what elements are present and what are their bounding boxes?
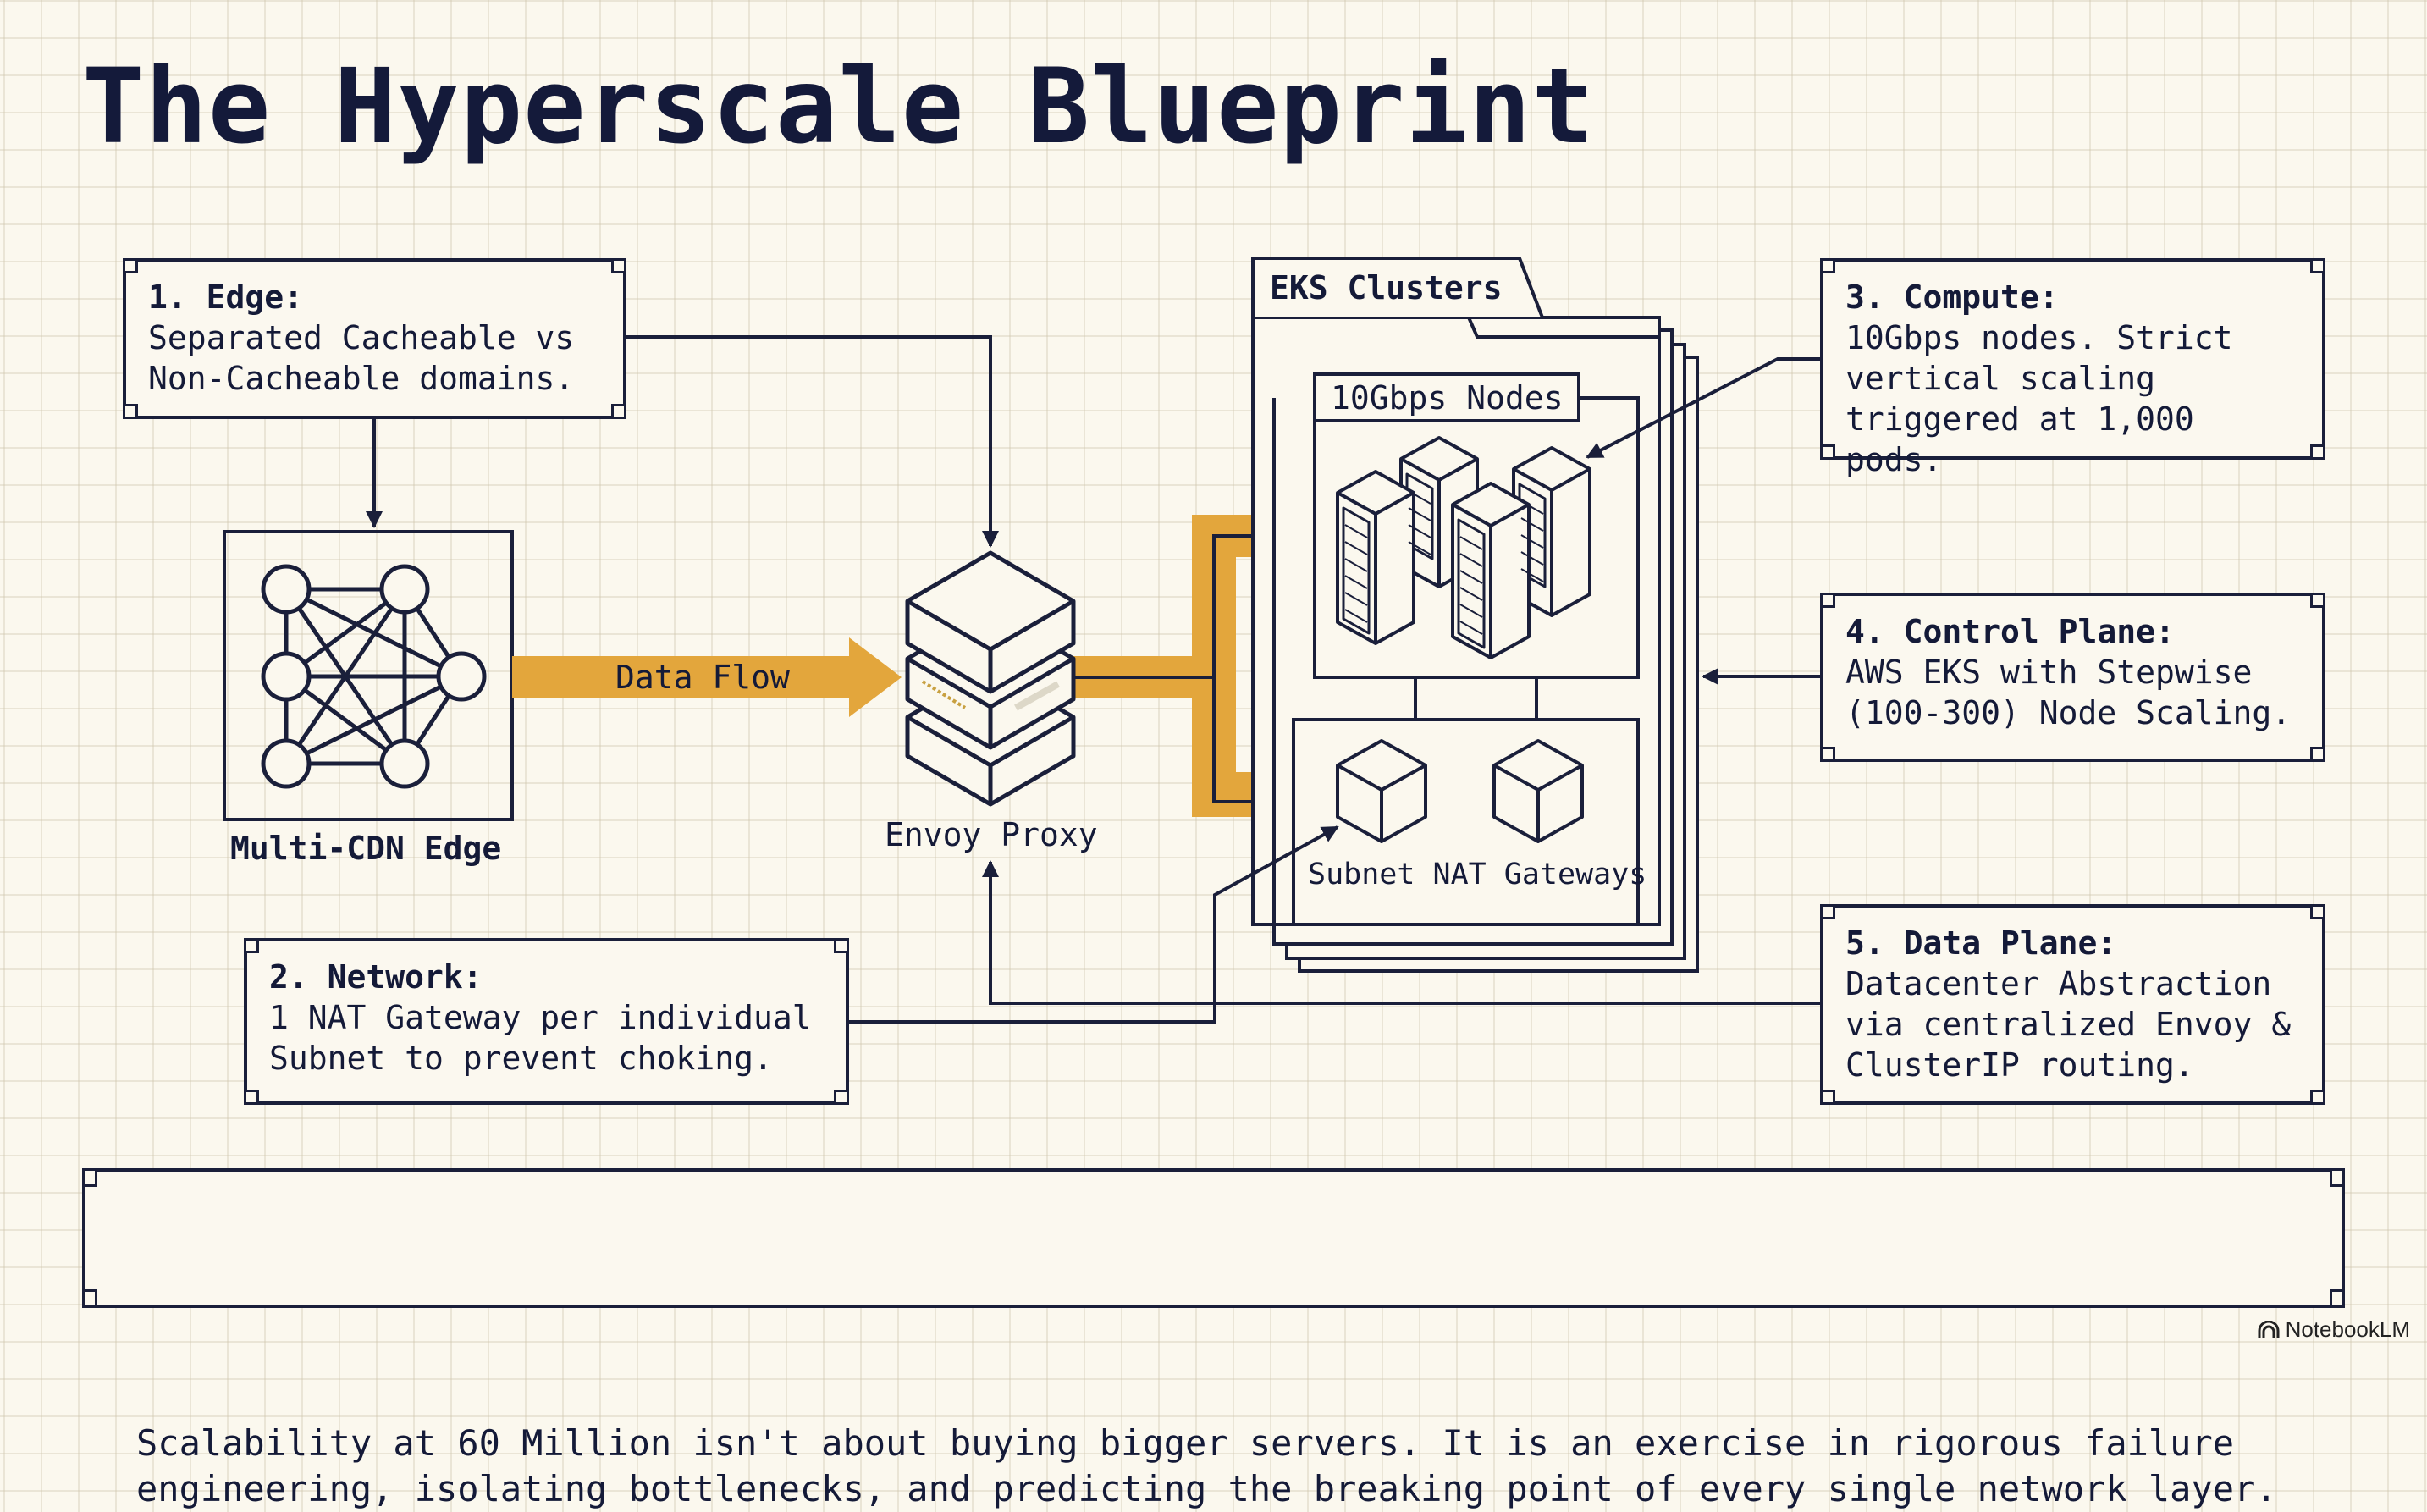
network-to-nat-connector bbox=[849, 825, 1339, 1024]
nodes-label: 10Gbps Nodes bbox=[1331, 379, 1564, 417]
data-plane-note-heading: 5. Data Plane: bbox=[1845, 924, 2117, 962]
data-flow-arrow bbox=[512, 637, 902, 717]
edge-note: 1. Edge: Separated Cacheable vs Non-Cach… bbox=[123, 258, 626, 419]
data-plane-note-body: Datacenter Abstraction via centralized E… bbox=[1845, 965, 2292, 1084]
compute-note-body: 10Gbps nodes. Strict vertical scaling tr… bbox=[1845, 319, 2233, 478]
control-plane-note-body: AWS EKS with Stepwise (100-300) Node Sca… bbox=[1845, 654, 2292, 731]
edge-note-body: Separated Cacheable vs Non-Cacheable dom… bbox=[148, 319, 575, 397]
server-rack-2 bbox=[1512, 446, 1591, 617]
network-note-heading: 2. Network: bbox=[269, 958, 483, 996]
edge-to-envoy-connector bbox=[626, 335, 999, 548]
summary-banner: Scalability at 60 Million isn't about bu… bbox=[82, 1168, 2345, 1509]
mesh-network-icon bbox=[261, 564, 487, 789]
data-plane-to-envoy-connector bbox=[982, 860, 1820, 1005]
edge-note-heading: 1. Edge: bbox=[148, 279, 304, 316]
stacked-layers-icon bbox=[905, 550, 1076, 807]
control-plane-note-heading: 4. Control Plane: bbox=[1845, 613, 2175, 650]
compute-note-heading: 3. Compute: bbox=[1845, 279, 2059, 316]
compute-note: 3. Compute: 10Gbps nodes. Strict vertica… bbox=[1820, 258, 2325, 478]
notebooklm-logo-icon bbox=[2258, 1320, 2280, 1338]
watermark-label: NotebookLM bbox=[2285, 1316, 2410, 1342]
server-rack-icon bbox=[1336, 436, 1591, 659]
rack-slots bbox=[1344, 490, 1544, 635]
compute-to-nodes-connector bbox=[1586, 357, 1820, 459]
network-note-body: 1 NAT Gateway per individual Subnet to p… bbox=[269, 999, 812, 1077]
watermark: NotebookLM bbox=[2257, 1316, 2410, 1343]
data-plane-note: 5. Data Plane: Datacenter Abstraction vi… bbox=[1820, 904, 2325, 1105]
cube-icon bbox=[1336, 739, 1427, 843]
summary-text: Scalability at 60 Million isn't about bu… bbox=[136, 1422, 2277, 1509]
eks-label: EKS Clusters bbox=[1270, 269, 1503, 306]
control-plane-note: 4. Control Plane: AWS EKS with Stepwise … bbox=[1820, 593, 2325, 762]
network-note: 2. Network: 1 NAT Gateway per individual… bbox=[244, 938, 849, 1105]
server-rack-3 bbox=[1336, 470, 1415, 645]
architecture-diagram bbox=[223, 257, 1820, 1024]
cube-icon bbox=[1492, 739, 1584, 843]
data-flow-label: Data Flow bbox=[615, 659, 790, 696]
page-title: The Hyperscale Blueprint bbox=[82, 47, 1595, 167]
cdn-label: Multi-CDN Edge bbox=[230, 830, 502, 867]
server-rack-4 bbox=[1451, 482, 1531, 659]
nat-group bbox=[1292, 718, 1640, 926]
nat-label: Subnet NAT Gateways bbox=[1308, 858, 1647, 891]
envoy-label: Envoy Proxy bbox=[885, 816, 1098, 853]
